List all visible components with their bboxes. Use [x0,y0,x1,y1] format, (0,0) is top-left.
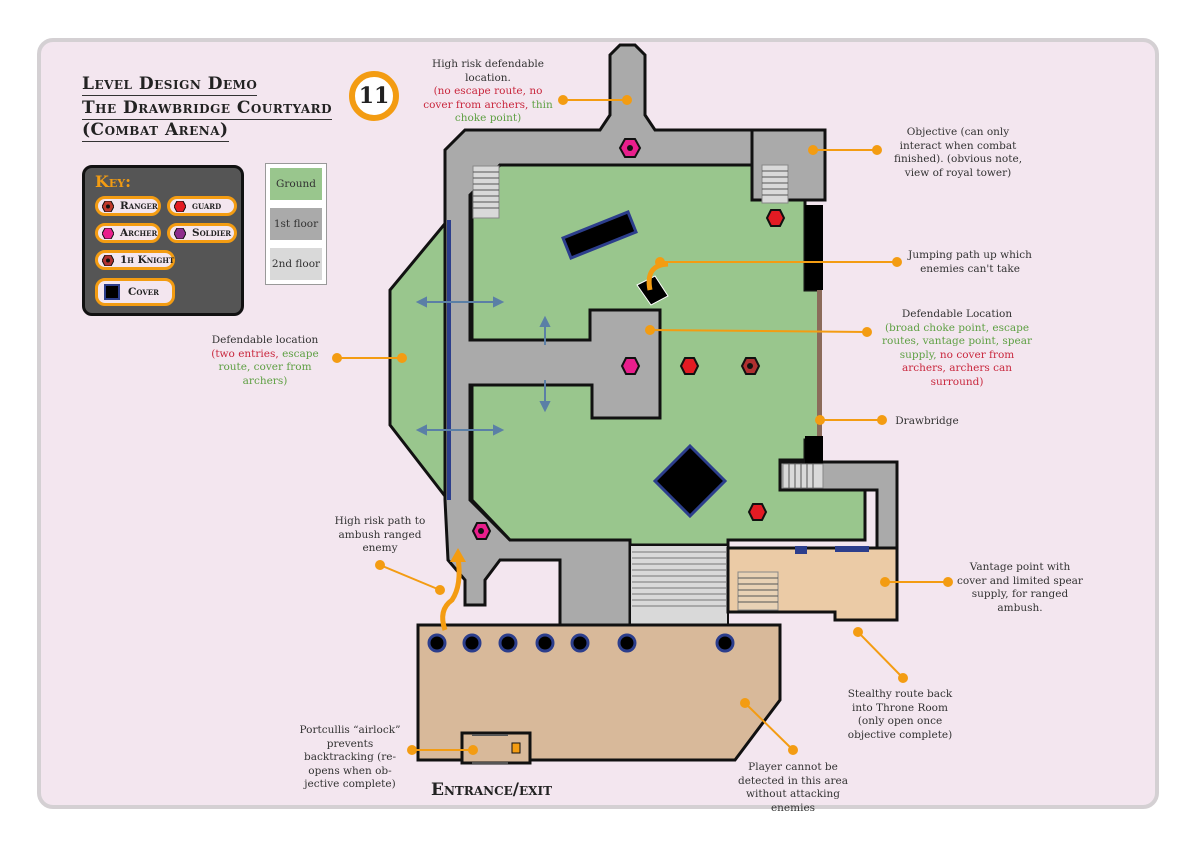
key-cover: Cover [95,278,175,306]
drawbridge [805,205,823,290]
floor-key-ground: Ground [270,168,322,200]
enemy-knight-center [740,357,761,375]
ranger-hex-icon [102,201,114,212]
entrance-exit-label: Entrance/exit [431,780,553,800]
note-objective: Objective (can only interact when combat… [893,126,1023,179]
note-drawbridge: Drawbridge [895,415,959,427]
note-jumping-path: Jumping path up which enemies can't take [908,249,1032,275]
cover-block-center [652,443,728,519]
note-defendable-location-right: Defendable Location (broad choke point, … [882,308,1032,388]
escape-arrows [415,296,551,436]
note-high-risk-location: High risk defendable location. (no escap… [423,58,553,124]
knight-hex-icon [102,255,114,266]
enemy-archer-center [620,357,641,375]
floor-key-first: 1st floor [270,208,322,240]
enemy-guard-center [679,357,700,375]
drawbridge-gate [805,436,823,464]
enemy-guard-ne [765,209,786,227]
floor-key: Ground 1st floor 2nd floor [265,163,327,285]
soldier-hex-icon [174,228,186,239]
key-soldier: Soldier [167,223,237,243]
portcullis-lever [511,742,521,754]
key-title: Key: [95,172,132,191]
note-undetected-area: Player cannot be detected in this area w… [737,761,849,814]
jump-path-marker [440,261,669,631]
enemy-guard-south [747,503,768,521]
key-ranger: Ranger [95,196,161,216]
key-knight: 1h Knight [95,250,175,270]
key-guard: guard [167,196,237,216]
level-number-badge: 11 [349,71,399,121]
vantage-cover-small [795,546,807,554]
enemy-archer-sw [471,522,492,540]
cover-square-icon [104,284,120,300]
drawbridge-gap [817,290,822,440]
pillars [427,633,735,653]
entrance-sand-area [416,623,782,762]
guard-hex-icon [174,201,186,212]
vantage-cover [835,546,869,552]
note-stealthy-route: Stealthy route back into Throne Room (on… [847,688,953,741]
enemy-key: Key: Ranger guard Archer Soldier 1h Knig… [82,165,244,316]
note-portcullis: Portcullis “airlock” prevents backtracki… [299,724,401,790]
floor-key-second: 2nd floor [270,248,322,280]
key-archer: Archer [95,223,161,243]
cover-block-north [561,210,638,260]
title-line-2: The Drawbridge Courtyard [82,98,333,120]
note-vantage-point: Vantage point with cover and limited spe… [957,561,1083,614]
enemy-archer-north [618,138,642,158]
archer-hex-icon [102,228,114,239]
title-line-1: Level Design Demo [82,74,258,96]
callout-lines [332,95,953,755]
note-defendable-location-left: Defendable location (two entries, escape… [211,334,319,387]
title-line-3: (Combat Arena) [82,120,229,142]
note-high-risk-path: High risk path to ambush ranged enemy [334,515,426,554]
